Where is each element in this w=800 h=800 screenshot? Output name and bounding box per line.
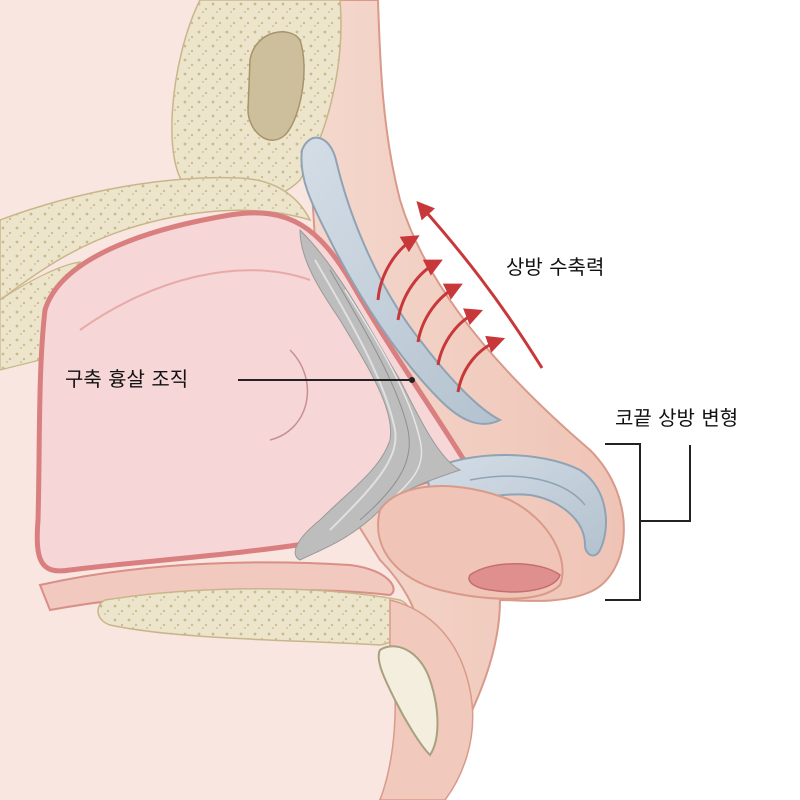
force-arrow-2: [396, 259, 443, 321]
tip-deformity-label: 코끝 상방 변형: [615, 406, 739, 430]
tip-bracket: [605, 443, 691, 601]
force-arrow-5: [456, 335, 506, 393]
nasal-bone: [300, 136, 503, 425]
skull-base-bone: [0, 176, 312, 301]
scar-tissue-label: 구축 흉살 조직: [65, 367, 189, 391]
force-arrow-1: [376, 235, 420, 301]
nostril: [468, 563, 561, 593]
tooth: [377, 645, 439, 757]
force-arrow-3: [416, 283, 463, 343]
scar-fiber-1: [314, 259, 397, 531]
tip-cartilage-inner: [469, 475, 586, 506]
turbinate-line: [269, 349, 309, 441]
scar-leader-dot: [409, 377, 415, 383]
upward-force-arrow-main: [416, 200, 544, 369]
scar-fiber-3: [344, 289, 423, 506]
frontal-sinus: [247, 31, 305, 141]
upward-force-label: 상방 수축력: [506, 255, 605, 279]
upward-force-arrows: [376, 235, 506, 393]
scar-band: [294, 228, 462, 561]
scar-fiber-2: [329, 269, 410, 521]
cavity-inner-line: [79, 269, 311, 331]
palate-bone: [97, 588, 411, 646]
force-arrow-4: [436, 308, 484, 366]
